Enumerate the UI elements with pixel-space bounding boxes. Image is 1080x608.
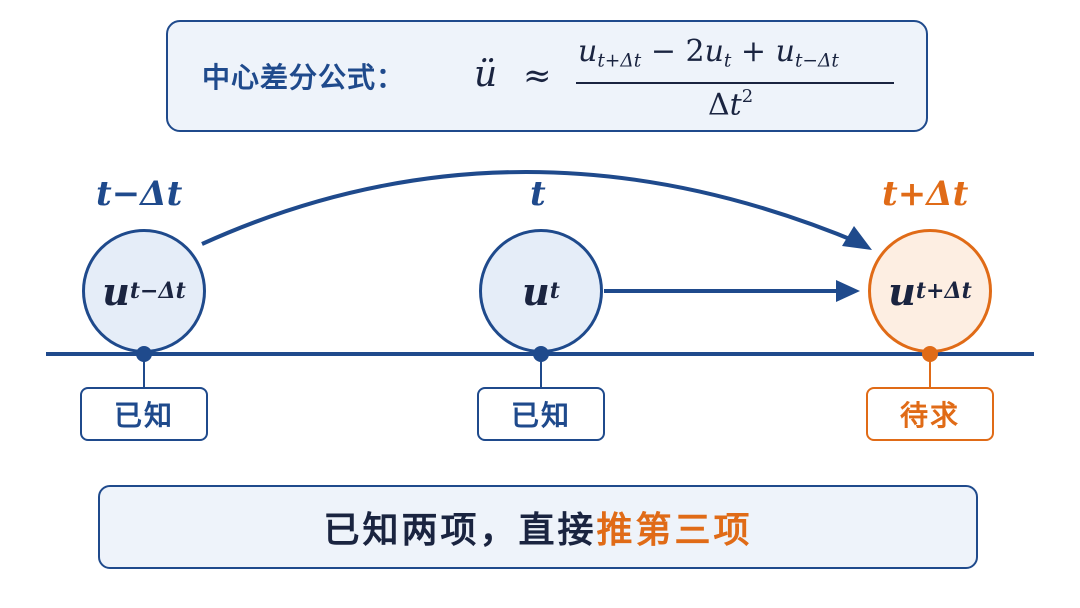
- status-tag-next: 待求: [866, 387, 994, 441]
- straight-arrow-head: [836, 280, 860, 302]
- summary-text: 已知两项，直接: [323, 510, 597, 551]
- status-tag-current: 已知: [477, 387, 605, 441]
- fraction-bar: [576, 82, 894, 84]
- timeline-dot-next: [922, 346, 938, 362]
- time-label-next: t+Δt: [882, 174, 969, 214]
- curved-arrow-head: [842, 226, 872, 250]
- acceleration-symbol: ü: [474, 54, 498, 95]
- curved-arrow: [201, 170, 865, 246]
- time-label-prev: t−Δt: [96, 174, 183, 214]
- time-label-current: t: [530, 174, 546, 214]
- timeline-dot-prev: [136, 346, 152, 362]
- timeline-dot-current: [533, 346, 549, 362]
- formula-label: 中心差分公式：: [202, 61, 406, 94]
- status-tag-prev: 已知: [80, 387, 208, 441]
- stem-prev: [143, 358, 145, 388]
- approx-sign: ≈: [523, 56, 552, 96]
- formula-denominator: Δt2: [708, 86, 754, 123]
- stem-next: [929, 358, 931, 388]
- summary-box: 已知两项，直接推第三项: [98, 485, 978, 569]
- formula-box: 中心差分公式： ü ≈ ut+Δt − 2ut + ut−Δt Δt2: [166, 20, 928, 132]
- summary-highlight: 推第三项: [596, 510, 753, 551]
- stem-current: [540, 358, 542, 388]
- formula-numerator: ut+Δt − 2ut + ut−Δt: [578, 34, 839, 72]
